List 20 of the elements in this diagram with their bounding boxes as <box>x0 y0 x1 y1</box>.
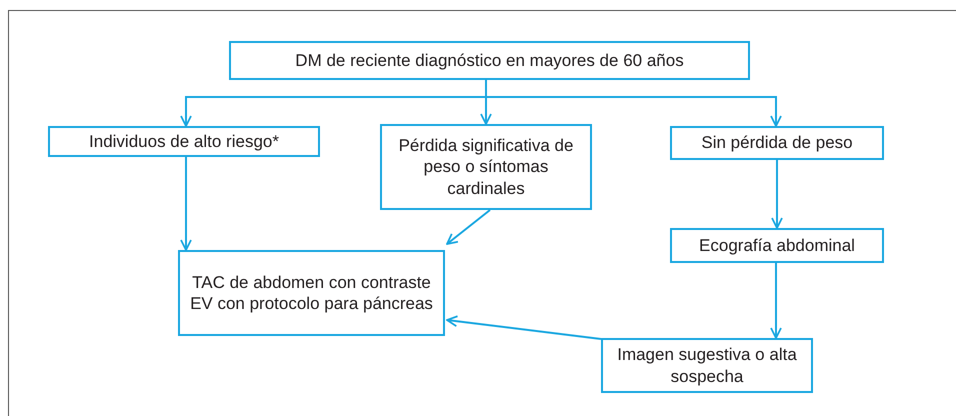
process-box <box>178 250 445 336</box>
box-text: TAC de abdomen con contraste EV con protocolo para páncreas <box>189 272 434 314</box>
arrow <box>771 160 783 229</box>
process-box <box>229 41 750 80</box>
arrow <box>770 263 782 339</box>
box-text: Imagen sugestiva o alta sospecha <box>616 344 798 387</box>
process-box <box>380 124 592 210</box>
arrow <box>485 80 782 127</box>
process-box <box>670 228 884 263</box>
process-box <box>670 126 884 160</box>
arrow <box>446 209 491 245</box>
box-text: Individuos de alto riesgo* <box>89 130 279 152</box>
box-text: Pérdida significativa de peso o síntomas cardinales <box>398 135 574 199</box>
arrow <box>180 157 192 251</box>
box-text: DM de reciente diagnóstico en mayores de 60 años <box>295 50 684 72</box>
arrow <box>446 315 602 340</box>
process-box <box>601 338 813 393</box>
box-text: Ecografía abdominal <box>699 234 855 256</box>
process-box <box>48 126 320 157</box>
box-text: Sin pérdida de peso <box>701 132 853 154</box>
